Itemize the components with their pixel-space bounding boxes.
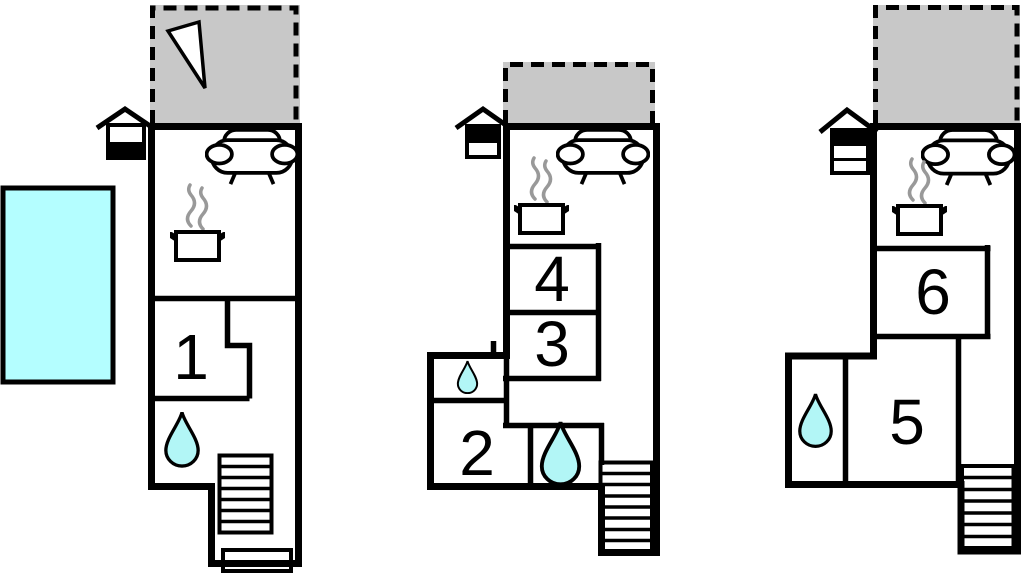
cooking-pot-icon [515, 158, 568, 233]
water-drop-icon [539, 420, 582, 486]
apartment-walls [148, 123, 302, 567]
floor-indicator-icon [818, 106, 879, 175]
staircase-icon [960, 464, 1016, 550]
terrace-border [150, 5, 299, 123]
water-drop-icon [164, 410, 200, 468]
apartment-2: 2 3 4 [427, 62, 660, 556]
room-label: 4 [534, 243, 570, 315]
water-drop-small-icon [456, 360, 479, 394]
floor-indicator-icon [95, 105, 155, 160]
room-label: 5 [889, 386, 925, 458]
interior-walls [148, 295, 302, 402]
room-label: 6 [915, 256, 951, 328]
apartment-1: 1 [95, 5, 302, 573]
room-label: 2 [459, 417, 495, 489]
interior-walls [427, 243, 605, 490]
entrance-step [221, 548, 293, 573]
room-label: 3 [534, 308, 570, 380]
room-label: 1 [173, 321, 209, 393]
floor-indicator-icon [454, 105, 512, 159]
cooking-pot-icon [171, 185, 224, 260]
terrace [503, 62, 655, 123]
terrace [150, 5, 300, 123]
sofa-icon [556, 128, 650, 186]
swimming-pool [0, 185, 116, 385]
staircase-icon [598, 460, 654, 554]
interior-walls [842, 245, 991, 488]
north-arrow-icon [165, 19, 207, 89]
apartment-3: 5 6 [785, 5, 1021, 555]
water-drop-icon [797, 392, 834, 449]
terrace [873, 5, 1020, 123]
terrace-border [503, 62, 655, 123]
staircase-icon [217, 453, 274, 535]
sofa-icon [921, 128, 1016, 187]
sofa-icon [205, 128, 299, 186]
